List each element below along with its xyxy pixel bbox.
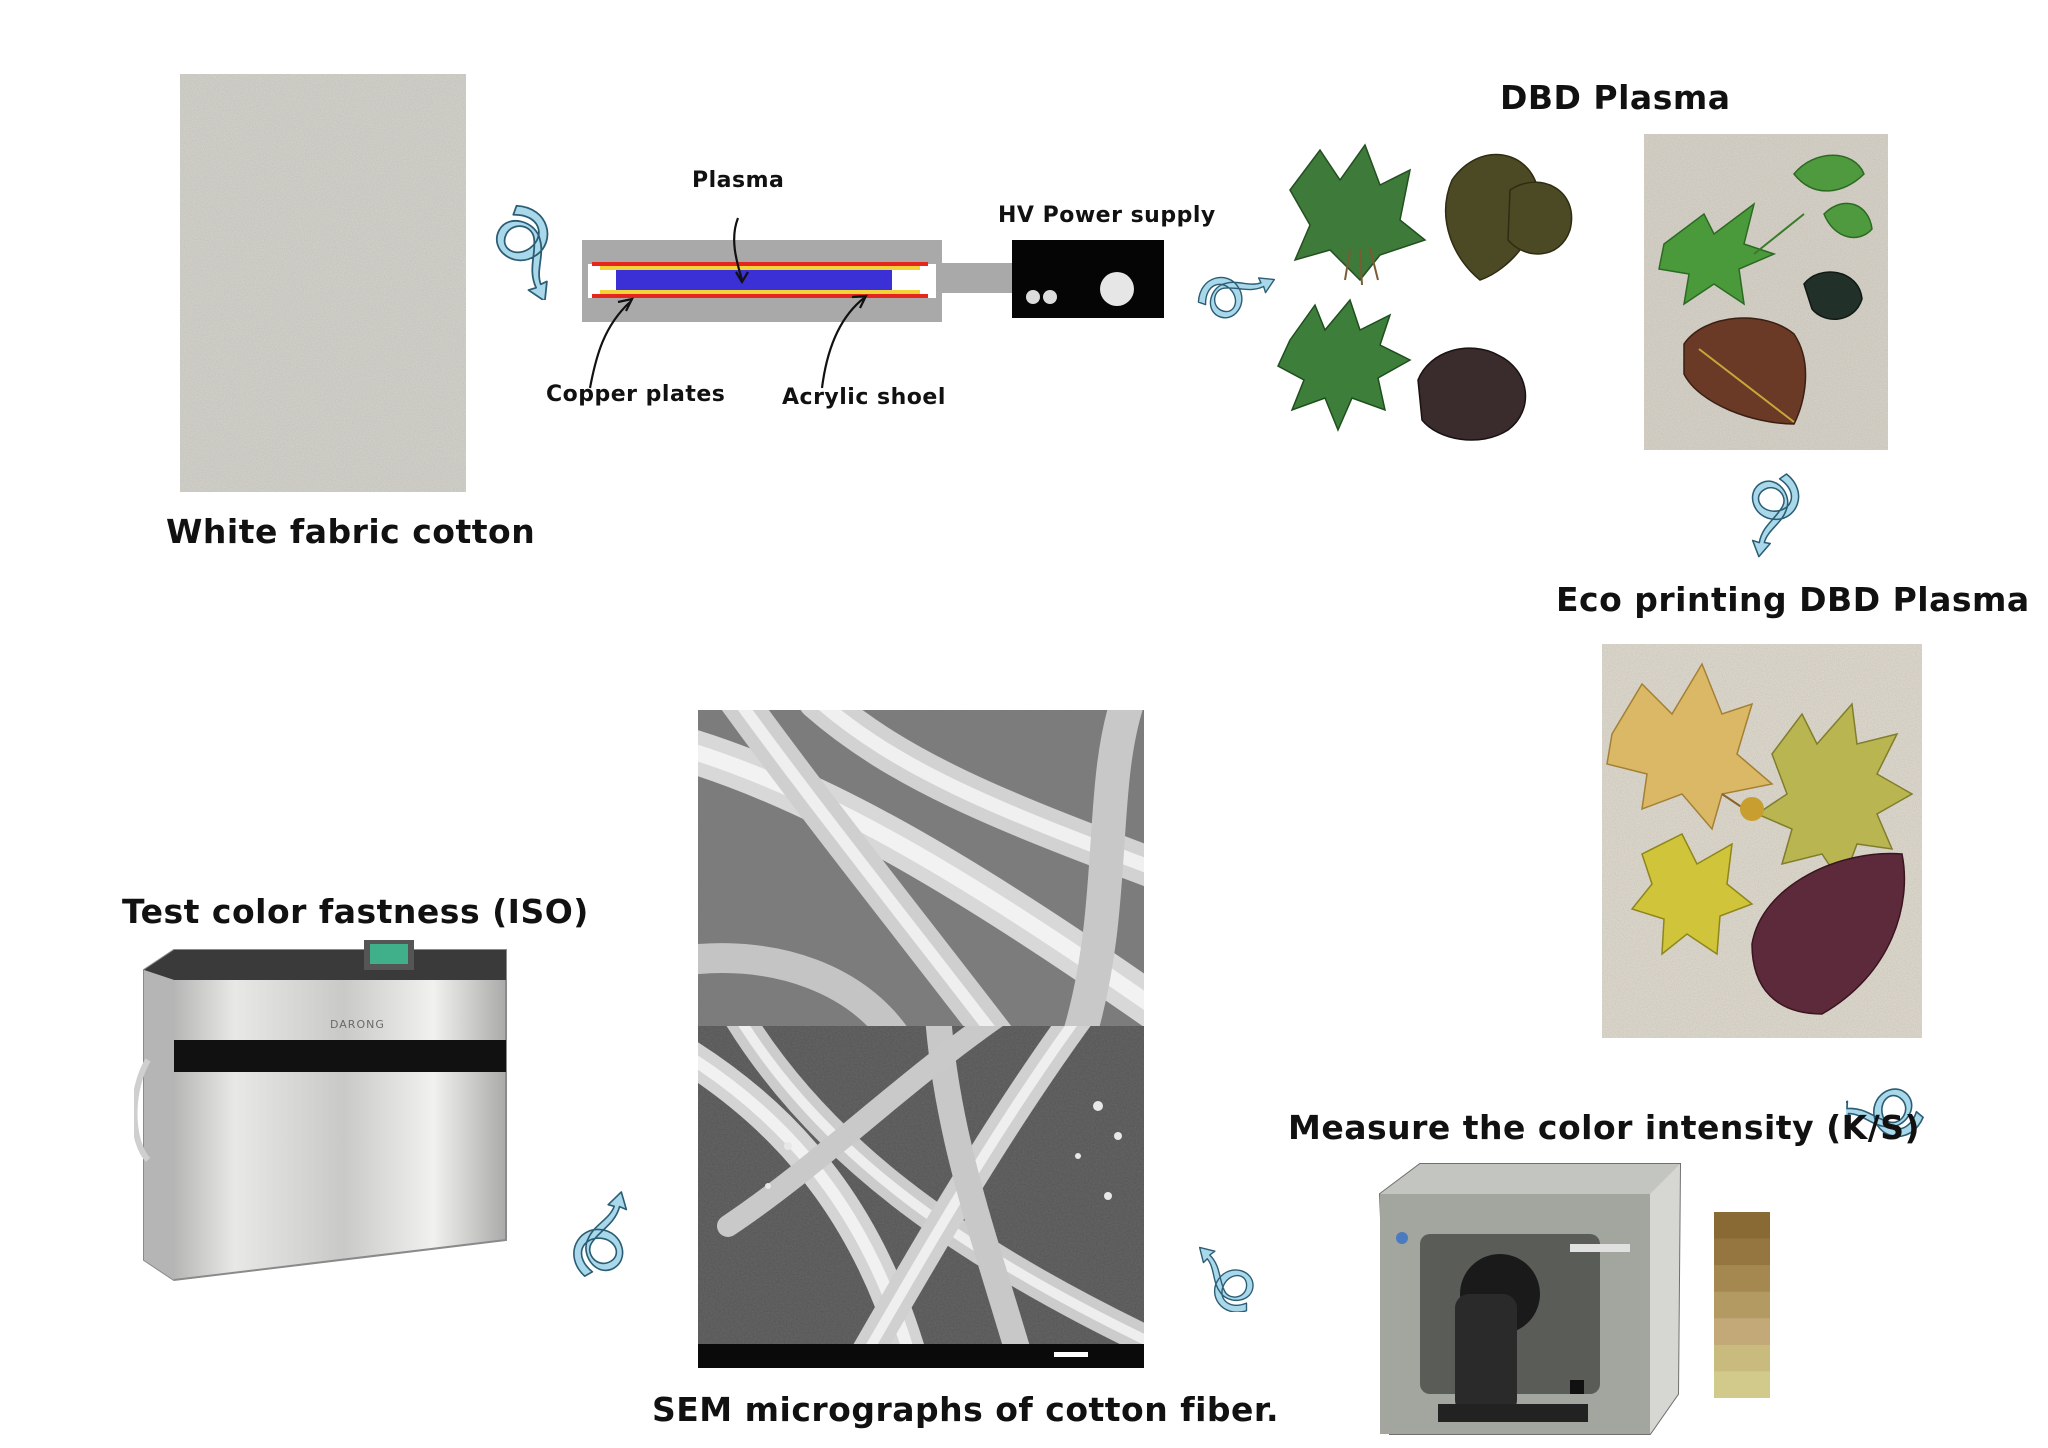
tester-stripe <box>174 1040 506 1072</box>
white-fabric-photo <box>180 74 466 492</box>
ks-swatch <box>1714 1265 1770 1293</box>
acrylic-bottom <box>600 290 920 294</box>
dbd-plasma-label: DBD Plasma <box>1500 78 1731 117</box>
plasma-label: Plasma <box>692 168 785 193</box>
copper-pointer <box>588 301 631 389</box>
sem-bottom-image <box>698 1026 1144 1368</box>
hv-power-label: HV Power supply <box>998 203 1216 228</box>
acrylic-pointer <box>820 297 865 389</box>
plasma-band <box>616 270 892 290</box>
flow-arrow-6-icon <box>560 1191 654 1285</box>
tester-brand-label: DARONG <box>330 1018 385 1031</box>
flow-arrow-3-icon <box>1736 466 1806 558</box>
leaves-on-fabric-photo <box>1644 134 1888 450</box>
eco-print-image <box>1602 644 1922 1038</box>
copper-plate-bottom <box>592 294 928 298</box>
sem-top-image <box>698 710 1144 1026</box>
flow-arrow-1-icon <box>486 200 566 300</box>
spectrophotometer-photo <box>1378 1163 1682 1435</box>
sem-micrograph-top <box>698 710 1144 1026</box>
measure-intensity-label: Measure the color intensity (K/S) <box>1288 1108 1921 1147</box>
fresh-leaves-photo <box>1277 143 1573 441</box>
acrylic-top <box>600 266 920 270</box>
sem-micrograph-bottom <box>698 1026 1144 1368</box>
eco-printing-label: Eco printing DBD Plasma <box>1556 580 2030 619</box>
flow-arrow-5-icon <box>1198 1246 1254 1312</box>
copper-plates-label: Copper plates <box>546 382 726 407</box>
connector <box>942 263 1012 293</box>
leaves-on-fabric-image <box>1644 134 1888 450</box>
acrylic-shoel-label: Acrylic shoel <box>782 385 946 410</box>
ks-swatch <box>1714 1371 1770 1398</box>
copper-plate-top <box>592 262 928 266</box>
fastness-tester-photo <box>134 940 507 1282</box>
ks-swatch <box>1714 1344 1770 1372</box>
white-fabric-label: White fabric cotton <box>166 512 536 551</box>
ks-color-swatches <box>1714 1212 1770 1398</box>
eco-print-photo <box>1602 644 1922 1038</box>
test-fastness-label: Test color fastness (ISO) <box>122 892 589 931</box>
ks-swatch <box>1714 1212 1770 1240</box>
fabric-texture <box>180 74 466 492</box>
sem-micrographs-label: SEM micrographs of cotton fiber. <box>652 1390 1279 1429</box>
dbd-plasma-device-diagram <box>582 217 1164 389</box>
plasma-pointer <box>733 217 744 281</box>
hv-power-box <box>1012 240 1164 318</box>
ks-swatch <box>1714 1291 1770 1319</box>
ks-swatch <box>1714 1318 1770 1346</box>
ks-swatch <box>1714 1238 1770 1266</box>
